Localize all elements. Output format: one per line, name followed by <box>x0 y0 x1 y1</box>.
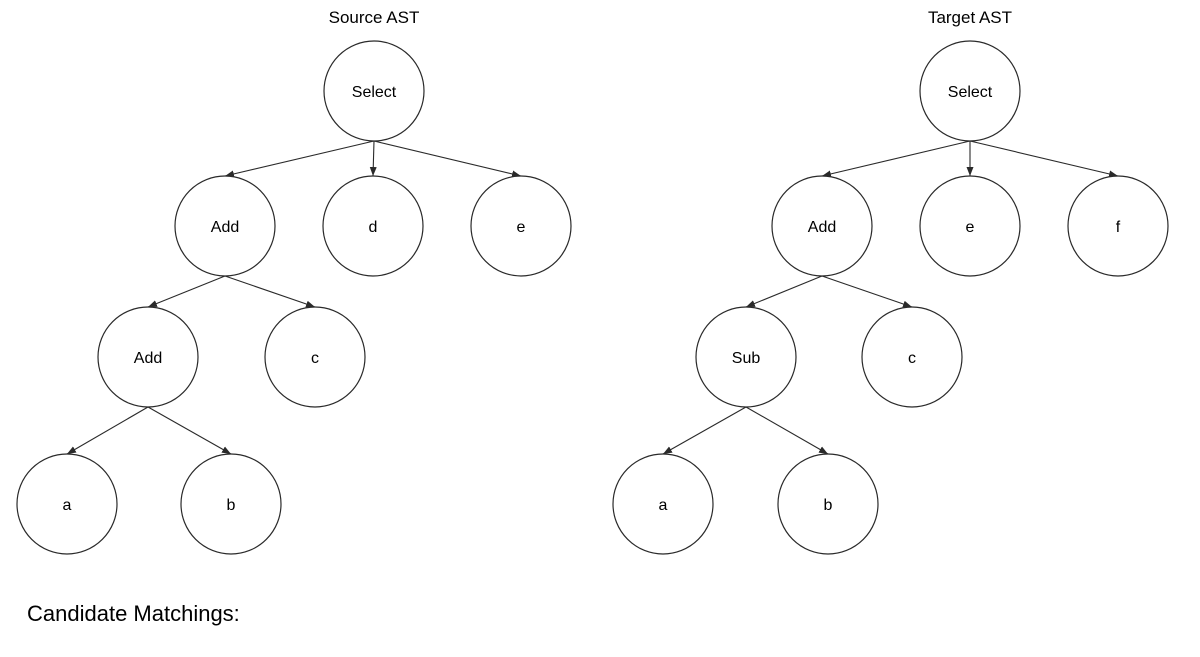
tree-node-label: b <box>227 497 236 514</box>
tree-node-label: c <box>311 350 319 367</box>
tree-node-source-ast-d <box>322 175 424 277</box>
tree-node-target-ast-b <box>777 453 879 555</box>
tree-node-label: Add <box>211 219 239 236</box>
tree-node-source-ast-e <box>470 175 572 277</box>
tree-node-source-ast-add1 <box>174 175 276 277</box>
tree-node-target-ast-add <box>771 175 873 277</box>
tree-node-label: a <box>659 497 668 514</box>
tree-node-source-ast-select <box>323 40 425 142</box>
tree-edge-add1-to-c <box>224 275 316 308</box>
tree-node-label: f <box>1116 219 1121 236</box>
tree-edge-select-to-add1 <box>224 140 375 178</box>
tree-node-label: Sub <box>732 350 761 367</box>
tree-edge-select-to-d <box>369 140 377 177</box>
tree-edge-add1-to-add2 <box>147 275 226 308</box>
tree-node-label: Add <box>134 350 162 367</box>
tree-node-target-ast-select <box>919 40 1021 142</box>
tree-node-label: a <box>63 497 72 514</box>
tree-node-source-ast-a <box>16 453 118 555</box>
source-ast-title: Source AST <box>329 8 420 27</box>
tree-node-label: e <box>966 219 975 236</box>
tree-node-target-ast-e <box>919 175 1021 277</box>
tree-edge-select-to-add <box>821 140 971 178</box>
tree-node-source-ast-c <box>264 306 366 408</box>
tree-node-target-ast-a <box>612 453 714 555</box>
tree-node-target-ast-sub <box>695 306 797 408</box>
tree-node-target-ast-f <box>1067 175 1169 277</box>
tree-node-label: c <box>908 350 916 367</box>
tree-edge-sub-to-b <box>745 406 829 455</box>
tree-edge-add-to-c <box>821 275 913 308</box>
tree-node-target-ast-c <box>861 306 963 408</box>
tree-edge-add2-to-b <box>147 406 232 455</box>
tree-node-label: e <box>517 219 526 236</box>
tree-edge-select-to-f <box>969 140 1119 178</box>
tree-node-label: Select <box>352 84 397 101</box>
tree-node-source-ast-add2 <box>97 306 199 408</box>
candidate-matchings-heading: Candidate Matchings: <box>27 601 240 626</box>
tree-node-source-ast-b <box>180 453 282 555</box>
tree-node-label: Select <box>948 84 993 101</box>
tree-edge-select-to-e <box>373 140 522 178</box>
target-ast-title: Target AST <box>928 8 1012 27</box>
tree-node-label: d <box>369 219 378 236</box>
tree-edge-add-to-sub <box>745 275 823 308</box>
tree-edge-add2-to-a <box>66 406 149 455</box>
tree-node-label: b <box>824 497 833 514</box>
tree-node-label: Add <box>808 219 836 236</box>
tree-edge-sub-to-a <box>662 406 747 455</box>
